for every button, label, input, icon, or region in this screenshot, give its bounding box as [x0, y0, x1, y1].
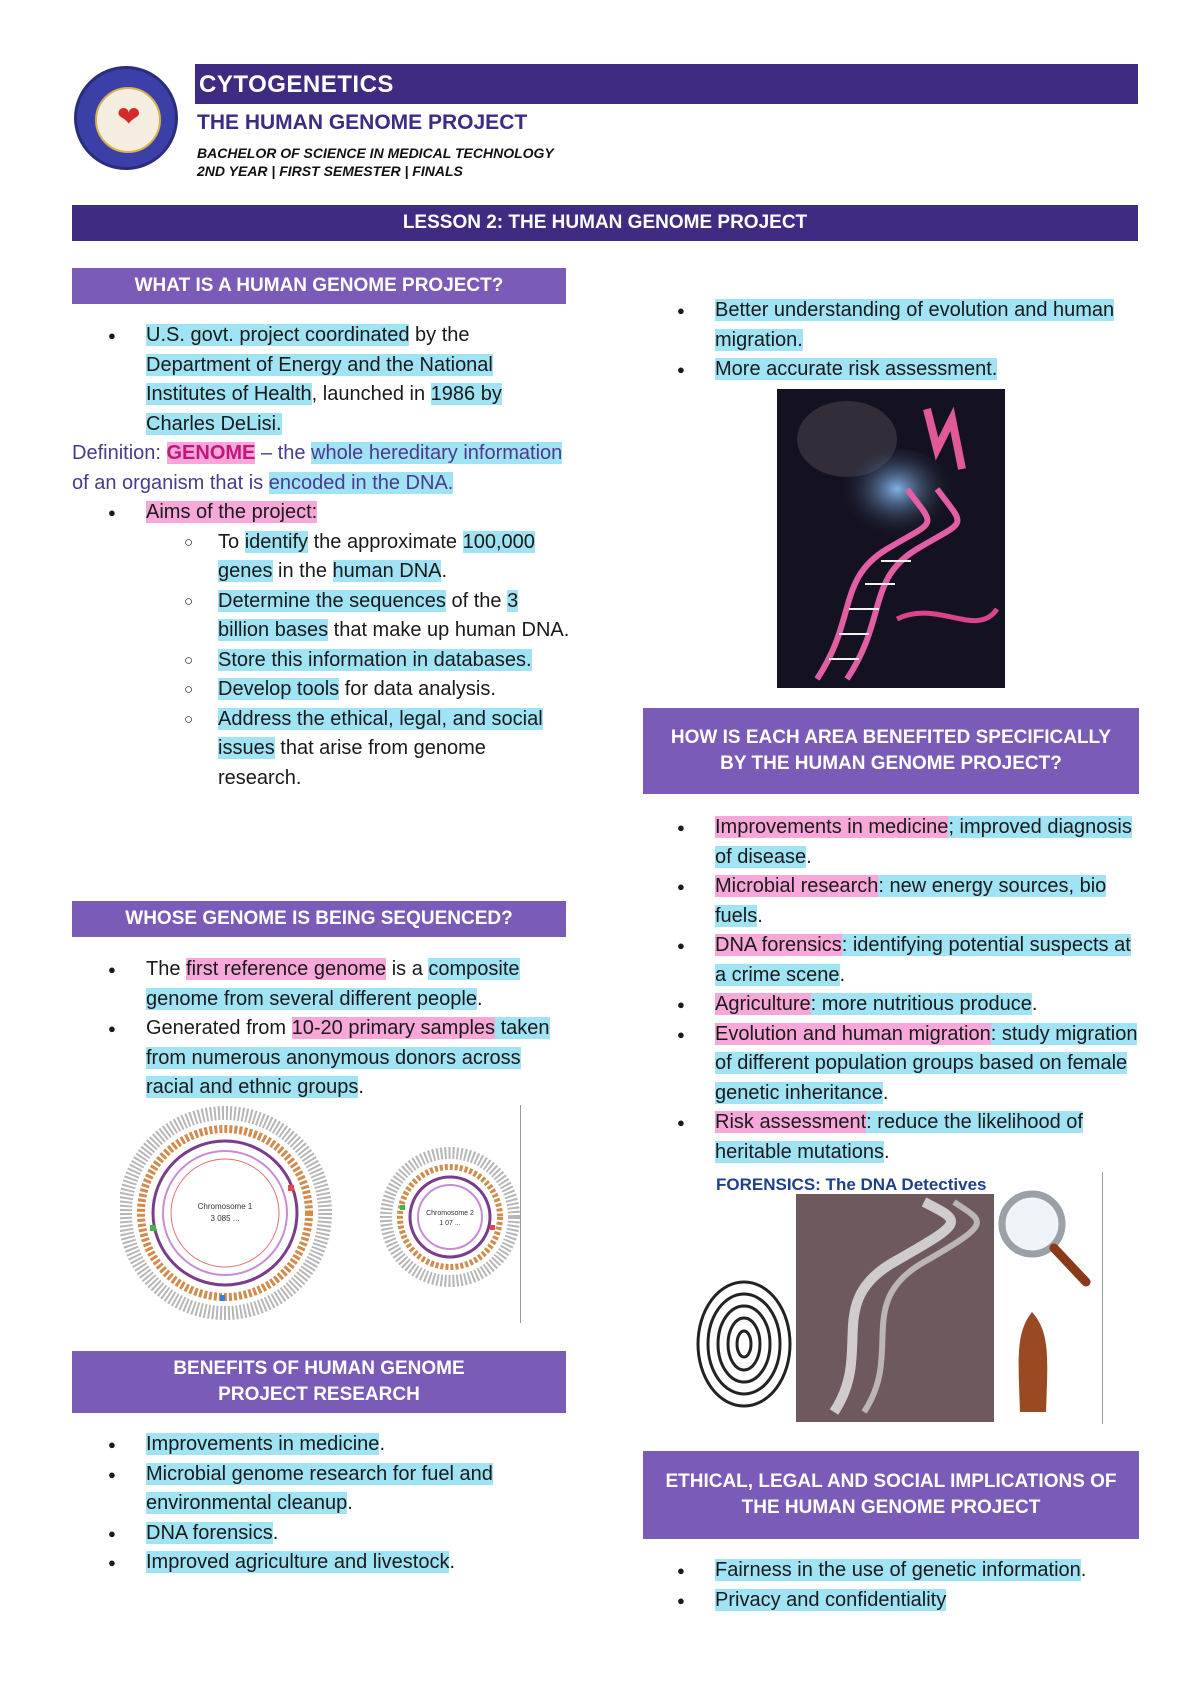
list-item: Improvements in medicine; improved diagn… — [641, 813, 1141, 872]
map-label: Chromosome 1 — [198, 1202, 253, 1211]
map-label: 3 085 ... — [211, 1214, 240, 1223]
magnifier-icon — [998, 1190, 1091, 1287]
section-header-text: WHOSE GENOME IS BEING SEQUENCED? — [125, 908, 513, 929]
section-header-ethical: ETHICAL, LEGAL AND SOCIAL IMPLICATIONS O… — [643, 1451, 1139, 1539]
list-item: Address the ethical, legal, and social i… — [72, 705, 572, 794]
list-item: Determine the sequences of the 3 billion… — [72, 587, 572, 646]
list-item: Microbial research: new energy sources, … — [641, 872, 1141, 931]
whose-content: The first reference genome is a composit… — [72, 955, 572, 1103]
section-header-benefits: BENEFITS OF HUMAN GENOME PROJECT RESEARC… — [72, 1351, 566, 1413]
section-header-text: WHAT IS A HUMAN GENOME PROJECT? — [134, 275, 504, 296]
list-item: To identify the approximate 100,000 gene… — [72, 528, 572, 587]
genome-map-svg: Chromosome 1 3 085 ... Chromosome 2 1 07… — [120, 1106, 520, 1320]
bullet-icon — [1018, 1312, 1048, 1412]
list-item: DNA forensics. — [72, 1519, 572, 1549]
list-item: DNA forensics: identifying potential sus… — [641, 931, 1141, 990]
forensics-svg: FORENSICS: The DNA Detectives — [684, 1172, 1102, 1424]
list-item: Better understanding of evolution and hu… — [641, 296, 1141, 355]
school-seal-logo: ❤ — [74, 66, 178, 170]
section-header-what: WHAT IS A HUMAN GENOME PROJECT? — [72, 268, 566, 304]
heart-icon: ❤ — [117, 101, 141, 132]
map-label: 1 07 ... — [439, 1220, 460, 1227]
how-content: Improvements in medicine; improved diagn… — [641, 813, 1141, 1167]
list-item: U.S. govt. project coordinated by the De… — [72, 321, 572, 439]
dna-artwork-image — [777, 389, 1005, 688]
list-item: Improvements in medicine. — [72, 1430, 572, 1460]
forensics-image: FORENSICS: The DNA Detectives — [684, 1172, 1103, 1424]
term-info: 2ND YEAR | FIRST SEMESTER | FINALS — [197, 163, 463, 179]
list-item: Generated from 10-20 primary samples tak… — [72, 1014, 572, 1103]
lesson-title: LESSON 2: THE HUMAN GENOME PROJECT — [72, 205, 1138, 241]
course-title-bar: CYTOGENETICS — [195, 64, 1138, 104]
fingerprint-icon — [696, 1280, 792, 1408]
section-header-text: ETHICAL, LEGAL AND SOCIAL IMPLICATIONS O… — [665, 1471, 1117, 1518]
topic-title: THE HUMAN GENOME PROJECT — [197, 111, 528, 134]
definition-paragraph: Definition: GENOME – the whole hereditar… — [72, 442, 563, 494]
list-item: More accurate risk assessment. — [641, 355, 1141, 385]
section-header-text: HOW IS EACH AREA BENEFITED SPECIFICALLY … — [670, 727, 1112, 774]
list-item: Improved agriculture and livestock. — [72, 1548, 572, 1578]
dna-artwork-svg — [777, 389, 1005, 688]
benefits-content: Improvements in medicine. Microbial geno… — [72, 1430, 572, 1578]
list-item: The first reference genome is a composit… — [72, 955, 572, 1014]
right-top-content: Better understanding of evolution and hu… — [641, 296, 1141, 385]
list-item: Evolution and human migration: study mig… — [641, 1020, 1141, 1109]
course-title: CYTOGENETICS — [199, 71, 394, 98]
list-item: Microbial genome research for fuel and e… — [72, 1460, 572, 1519]
list-item: Privacy and confidentiality — [641, 1586, 1141, 1616]
seal-inner: ❤ — [95, 87, 161, 153]
program-name: BACHELOR OF SCIENCE IN MEDICAL TECHNOLOG… — [197, 145, 554, 161]
section-header-whose: WHOSE GENOME IS BEING SEQUENCED? — [72, 901, 566, 937]
list-item: Agriculture: more nutritious produce. — [641, 990, 1141, 1020]
list-item: Fairness in the use of genetic informati… — [641, 1556, 1141, 1586]
genome-circular-map-image: Chromosome 1 3 085 ... Chromosome 2 1 07… — [120, 1105, 521, 1323]
list-item: Store this information in databases. — [72, 646, 572, 676]
forensics-caption: FORENSICS: The DNA Detectives — [716, 1175, 986, 1194]
map-label: Chromosome 2 — [426, 1210, 474, 1217]
what-content: U.S. govt. project coordinated by the De… — [72, 321, 572, 793]
ethical-content: Fairness in the use of genetic informati… — [641, 1556, 1141, 1615]
program-info: BACHELOR OF SCIENCE IN MEDICAL TECHNOLOG… — [197, 144, 554, 180]
list-item: Aims of the project: — [72, 498, 572, 528]
list-item: Risk assessment: reduce the likelihood o… — [641, 1108, 1141, 1167]
list-item: Develop tools for data analysis. — [72, 675, 572, 705]
section-header-how: HOW IS EACH AREA BENEFITED SPECIFICALLY … — [643, 708, 1139, 794]
section-header-text: BENEFITS OF HUMAN GENOME PROJECT RESEARC… — [173, 1358, 465, 1405]
